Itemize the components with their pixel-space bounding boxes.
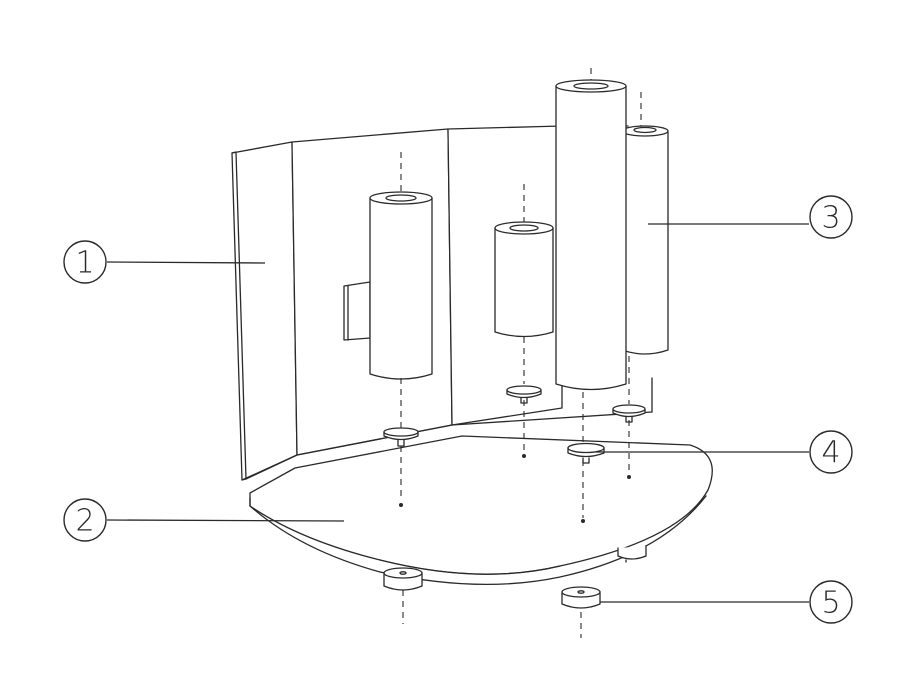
right-back-cylinder bbox=[621, 125, 669, 355]
callout-2: 2 bbox=[63, 498, 345, 542]
base-plate bbox=[245, 411, 713, 586]
pin-washer bbox=[506, 385, 542, 404]
foot bbox=[383, 567, 423, 591]
foot bbox=[617, 545, 647, 563]
tall-cylinder bbox=[555, 79, 627, 391]
pin-washer bbox=[612, 404, 646, 423]
callout-5-label: 5 bbox=[821, 586, 840, 621]
left-cylinder bbox=[343, 191, 433, 380]
middle-cylinder bbox=[494, 221, 554, 338]
callout-5: 5 bbox=[600, 580, 853, 624]
callout-3: 3 bbox=[648, 195, 853, 239]
pin-washer bbox=[567, 442, 605, 464]
feet bbox=[383, 545, 647, 609]
callout-4: 4 bbox=[596, 430, 853, 474]
pin-washers bbox=[383, 385, 646, 464]
axis-lines bbox=[399, 68, 642, 638]
callout-4-label: 4 bbox=[821, 436, 840, 471]
callouts: 1 2 3 4 5 bbox=[63, 195, 853, 624]
callout-1-label: 1 bbox=[75, 246, 94, 281]
callout-2-label: 2 bbox=[75, 504, 94, 539]
pin-washer bbox=[383, 427, 419, 447]
callout-1: 1 bbox=[63, 240, 266, 284]
foot bbox=[561, 586, 601, 609]
callout-3-label: 3 bbox=[821, 201, 840, 236]
